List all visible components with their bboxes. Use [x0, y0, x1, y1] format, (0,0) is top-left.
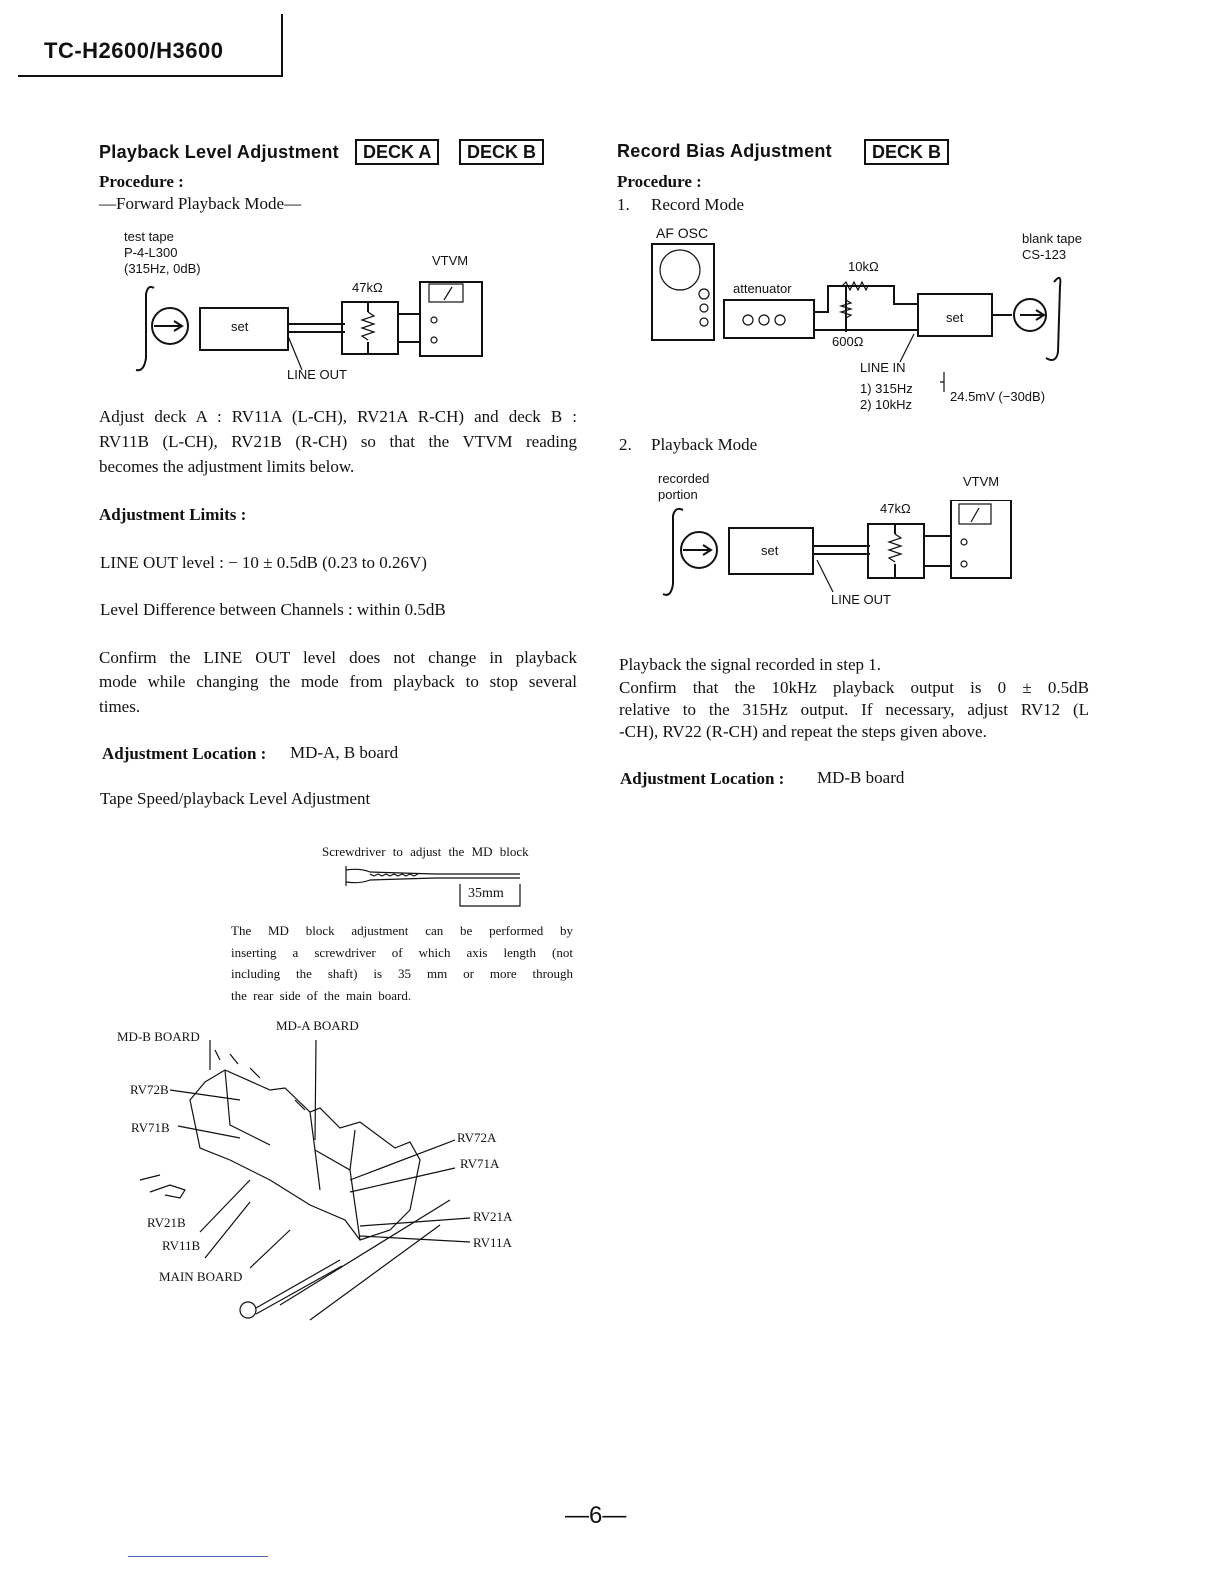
location-label-right: Adjustment Location : — [620, 769, 785, 788]
forward-playback-mode: —Forward Playback Mode— — [99, 194, 302, 213]
procedure-label: Procedure : — [99, 172, 184, 191]
adjust-para-line1: Adjust deck A : RV11A (L-CH), RV21A R-CH… — [99, 407, 577, 426]
signal-level: 24.5mV (−30dB) — [950, 389, 1046, 404]
vtvm-label-right: VTVM — [963, 474, 1000, 489]
bias-para-line2: Confirm that the 10kHz playback output i… — [619, 678, 1089, 697]
playback-level-diagram — [135, 281, 483, 372]
md-note-line3: including the shaft) is 35 mm or more th… — [231, 966, 573, 981]
md-note-line1: The MD block adjustment can be performed… — [231, 923, 573, 938]
record-bias-diagram — [651, 243, 1062, 392]
resistor-600-label: 600Ω — [832, 334, 864, 349]
rv72a-label: RV72A — [457, 1130, 497, 1145]
recorded-portion-label: recorded portion — [658, 471, 710, 502]
line-out-level: LINE OUT level : − 10 ± 0.5dB (0.23 to 0… — [100, 553, 427, 572]
set-label-right2: set — [761, 543, 779, 558]
rv71b-label: RV71B — [131, 1120, 170, 1135]
main-board-label: MAIN BOARD — [159, 1269, 243, 1284]
step2-number: 2. — [619, 435, 632, 454]
step1-record-mode: Record Mode — [651, 195, 745, 214]
location-label-left: Adjustment Location : — [102, 744, 267, 763]
deck-b-badge-right: DECK B — [864, 139, 950, 165]
resistor-47k-right: 47kΩ — [880, 501, 911, 516]
blank-tape-label: blank tape CS-123 — [1022, 231, 1082, 262]
procedure-label-right: Procedure : — [617, 172, 702, 191]
rv71a-label: RV71A — [460, 1156, 500, 1171]
model-title: TC-H2600/H3600 — [44, 38, 224, 63]
md-block-board-illustration — [139, 1039, 471, 1321]
bias-para-line4: -CH), RV22 (R-CH) and repeat the steps g… — [619, 722, 987, 741]
rv21b-label: RV21B — [147, 1215, 186, 1230]
resistor-47k-label: 47kΩ — [352, 280, 383, 295]
screwdriver-length: 35mm — [468, 886, 504, 901]
test-tape-label: test tape P-4-L300 (315Hz, 0dB) — [124, 229, 201, 276]
line-in-label: LINE IN — [860, 360, 906, 375]
rv11b-label: RV11B — [162, 1238, 201, 1253]
confirm-line1: Confirm the LINE OUT level does not chan… — [99, 648, 577, 667]
playback-mode-diagram — [662, 500, 1012, 596]
deck-a-badge: DECK A — [355, 139, 440, 165]
adjust-para-line3: becomes the adjustment limits below. — [99, 457, 355, 476]
confirm-line2: mode while changing the mode from playba… — [99, 672, 577, 691]
header-divider — [281, 14, 283, 76]
step1-number: 1. — [617, 195, 630, 214]
freq-315hz: 1) 315Hz — [860, 381, 913, 396]
md-note-line2: inserting a screwdriver of which axis le… — [231, 945, 573, 960]
md-a-board-label: MD-A BOARD — [276, 1018, 359, 1033]
rv11a-label: RV11A — [473, 1235, 512, 1250]
deck-b-badge: DECK B — [459, 139, 545, 165]
rv72b-label: RV72B — [130, 1082, 169, 1097]
location-value-left: MD-A, B board — [290, 743, 399, 762]
confirm-line3: times. — [99, 697, 141, 716]
adjust-para-line2: RV11B (L-CH), RV21B (R-CH) so that the V… — [99, 432, 577, 451]
adjustment-limits-title: Adjustment Limits : — [99, 505, 247, 524]
rv21a-label: RV21A — [473, 1209, 513, 1224]
md-note-line4: the rear side of the main board. — [231, 988, 412, 1003]
page-number: —6— — [565, 1502, 627, 1529]
attenuator-label: attenuator — [733, 281, 792, 296]
set-label-right1: set — [946, 310, 964, 325]
freq-10khz: 2) 10kHz — [860, 397, 913, 412]
resistor-10k-label: 10kΩ — [848, 259, 879, 274]
tape-speed-title: Tape Speed/playback Level Adjustment — [100, 789, 371, 808]
footer-divider — [128, 1556, 268, 1557]
md-b-board-label: MD-B BOARD — [117, 1029, 200, 1044]
af-osc-label: AF OSC — [656, 225, 709, 241]
level-difference: Level Difference between Channels : with… — [100, 600, 446, 619]
set-label: set — [231, 319, 249, 334]
bias-para-line3: relative to the 315Hz output. If necessa… — [619, 700, 1089, 719]
step2-playback-mode: Playback Mode — [651, 435, 758, 454]
line-out-label: LINE OUT — [287, 367, 347, 382]
header-underline — [18, 75, 283, 77]
line-out-label-right: LINE OUT — [831, 592, 891, 607]
location-value-right: MD-B board — [817, 768, 905, 787]
vtvm-label: VTVM — [432, 253, 469, 268]
record-bias-title: Record Bias Adjustment — [617, 141, 832, 161]
screwdriver-caption: Screwdriver to adjust the MD block — [322, 844, 529, 859]
screwdriver-icon — [345, 866, 521, 907]
playback-level-title: Playback Level Adjustment — [99, 142, 339, 162]
bias-para-line1: Playback the signal recorded in step 1. — [619, 655, 882, 674]
